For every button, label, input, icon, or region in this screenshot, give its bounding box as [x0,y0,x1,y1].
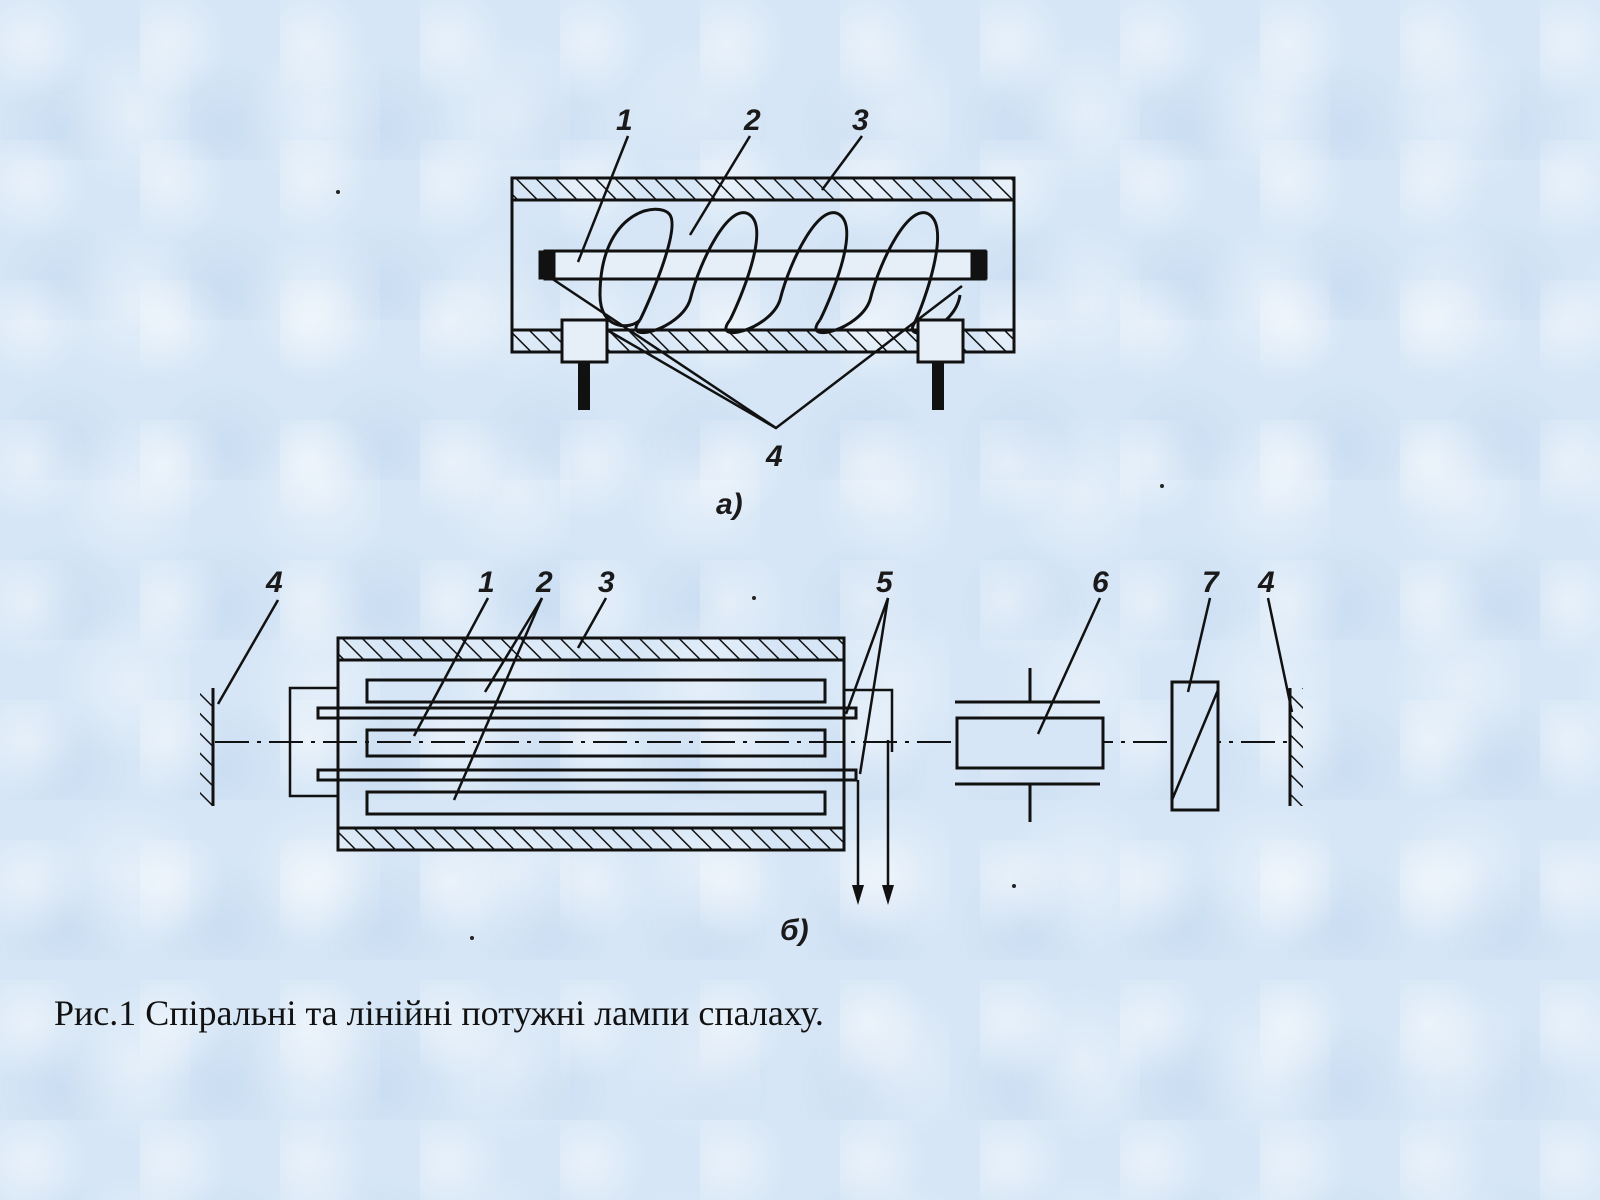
spiral-lamp [598,207,962,335]
housing-outline [336,636,846,852]
fig-a-callout-3: 3 [852,104,869,137]
reflector-top-hatch [510,176,1016,202]
terminal-left [578,362,590,410]
wire-left [288,686,338,798]
rod [543,249,987,281]
fig-a-callout-4: 4 [765,440,783,473]
rod-end-left [538,250,556,280]
rod-end-right [970,250,988,280]
fig-b-callout-3: 3 [598,566,615,599]
fig-a-sublabel: а) [716,488,743,521]
fig-b-callout-5: 5 [876,566,894,599]
fig-b-callout-7: 7 [1202,566,1220,599]
fig-b-callout-1: 1 [478,566,495,599]
laser-rod [365,728,827,758]
q-switch [955,716,1105,770]
housing-bottom-hatch [336,826,846,852]
fig-b-callout-4-right: 4 [1257,566,1275,599]
fig-b-callout-6: 6 [1092,566,1109,599]
figure-caption: Рис.1 Спіральні та лінійні потужні лампи… [54,993,824,1033]
fig-b-sublabel: б) [780,914,809,947]
figure-a-spiral-lamp [510,135,1016,430]
lamp-top [365,678,827,704]
electrode-bottom [316,768,858,782]
lamp-bottom [365,790,827,816]
terminal-right [932,362,944,410]
fig-b-callout-2: 2 [535,566,553,599]
figure-b-linear-lamps [200,597,1303,905]
fig-a-callout-1: 1 [616,104,633,137]
fig-a-callout-2: 2 [743,104,761,137]
mirror-left-hatch [200,688,213,806]
electrode-top [316,706,858,720]
housing-top-hatch [336,636,846,662]
holder-right [916,318,965,364]
wire-right [844,688,894,752]
holder-left [560,318,609,364]
fig-b-callout-4-left: 4 [265,566,283,599]
mirror-right-hatch [1290,688,1303,806]
